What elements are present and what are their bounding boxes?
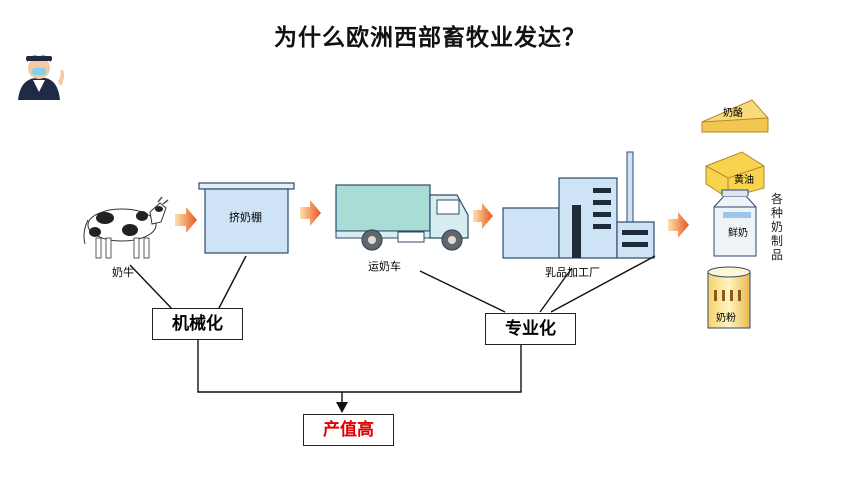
milking-shed-caption: 挤奶棚 <box>229 210 262 224</box>
connector-lines <box>129 255 656 404</box>
flow-arrow-3 <box>473 203 493 229</box>
cow-icon <box>83 196 169 259</box>
down-arrowhead <box>336 402 348 413</box>
cow-caption: 奶牛 <box>112 265 134 279</box>
butter-label: 黄油 <box>734 173 754 186</box>
page-title: 为什么欧洲西部畜牧业发达？ <box>274 25 586 51</box>
cheese-icon <box>701 99 769 133</box>
milk-powder-can-icon <box>707 266 751 329</box>
butter-icon <box>705 151 765 199</box>
milk-carton-icon <box>713 189 757 257</box>
flow-arrow-2 <box>300 200 321 226</box>
milk-powder-label: 奶粉 <box>716 311 736 324</box>
cheese-label: 奶酪 <box>723 106 743 119</box>
flow-arrow-4 <box>668 212 689 238</box>
specialization-box: 专业化 <box>485 313 576 345</box>
milk-truck-icon <box>335 184 469 251</box>
mechanization-box: 机械化 <box>152 308 243 340</box>
high-output-value-box: 产值高 <box>303 414 394 446</box>
flow-arrow-1 <box>175 207 197 233</box>
milking-shed-icon <box>198 182 295 254</box>
presenter-avatar-icon <box>18 55 65 100</box>
fresh-milk-label: 鲜奶 <box>728 226 748 239</box>
factory-caption: 乳品加工厂 <box>545 266 600 279</box>
dairy-products-group-label: 各种奶制品 <box>770 192 783 262</box>
dairy-factory-icon <box>502 151 655 259</box>
truck-caption: 运奶车 <box>368 259 401 273</box>
